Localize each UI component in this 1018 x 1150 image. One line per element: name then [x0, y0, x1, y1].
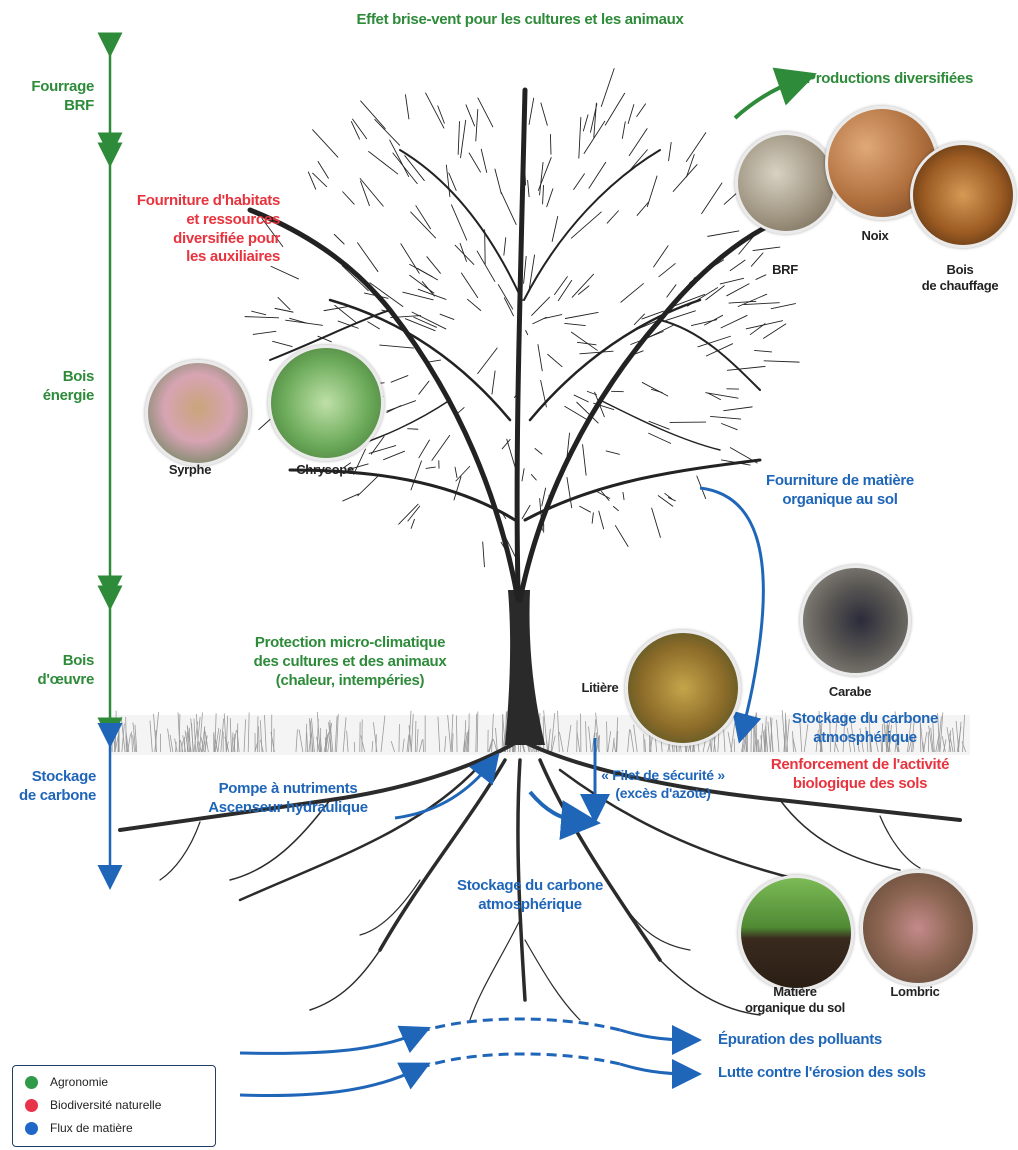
- legend-dot: [25, 1099, 38, 1112]
- bois-chauffage-photo: [910, 142, 1016, 248]
- productions-label: Productions diversifiées: [806, 70, 973, 89]
- brf-photo: [735, 132, 837, 234]
- litiere-caption: Litière: [575, 680, 625, 696]
- brf-caption: BRF: [760, 262, 810, 278]
- carabe-caption: Carabe: [820, 684, 880, 700]
- filet-securite-label: « Filet de sécurité »(excès d'azote): [588, 767, 738, 802]
- lombric-caption: Lombric: [875, 984, 955, 1000]
- diagram-title: Effet brise-vent pour les cultures et le…: [300, 11, 740, 30]
- noix-caption: Noix: [850, 228, 900, 244]
- epuration-label: Épuration des polluants: [718, 1031, 882, 1050]
- legend-item-agronomie: Agronomie: [25, 1075, 108, 1089]
- legend-dot: [25, 1076, 38, 1089]
- productions-arrow: [735, 80, 798, 118]
- legend-item-biodiversite: Biodiversité naturelle: [25, 1098, 161, 1112]
- lutte-label: Lutte contre l'érosion des sols: [718, 1064, 926, 1083]
- legend-dot: [25, 1122, 38, 1135]
- matiere-organique-photo: [738, 875, 854, 991]
- syrphe-photo: [145, 360, 251, 466]
- litiere-photo: [625, 630, 741, 746]
- chrysope-photo: [268, 345, 384, 461]
- legend: Agronomie Biodiversité naturelle Flux de…: [12, 1065, 216, 1147]
- chrysope-caption: Chrysope: [285, 462, 365, 478]
- tree-trunk: [505, 590, 545, 745]
- syrphe-caption: Syrphe: [160, 462, 220, 478]
- carabe-photo: [800, 565, 911, 676]
- lombric-photo: [860, 870, 976, 986]
- tree-crown: [245, 69, 799, 600]
- legend-item-flux: Flux de matière: [25, 1121, 133, 1135]
